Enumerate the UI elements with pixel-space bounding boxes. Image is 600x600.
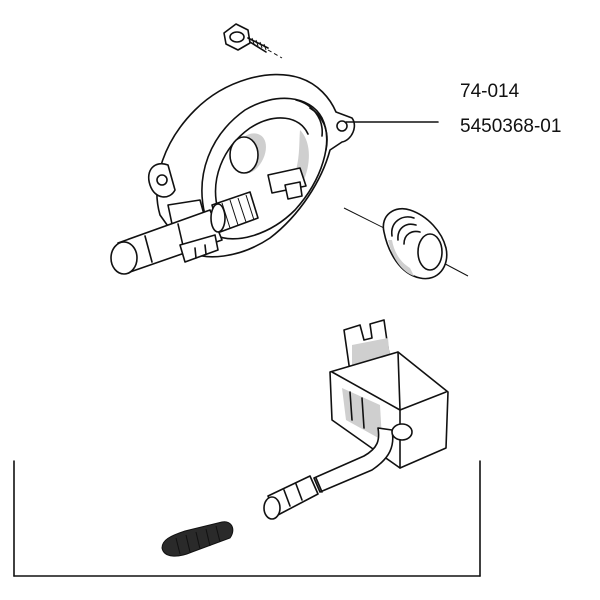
worm-gear-pin xyxy=(161,521,234,557)
part-number-label-a: 74-014 xyxy=(460,81,520,102)
part-number-label-b: 5450368-01 xyxy=(460,116,561,137)
mounting-screw xyxy=(223,23,283,59)
oil-pump-with-hose xyxy=(263,319,449,520)
kit-bracket xyxy=(13,460,481,577)
seal-ring xyxy=(343,207,469,280)
pump-housing xyxy=(110,73,356,275)
